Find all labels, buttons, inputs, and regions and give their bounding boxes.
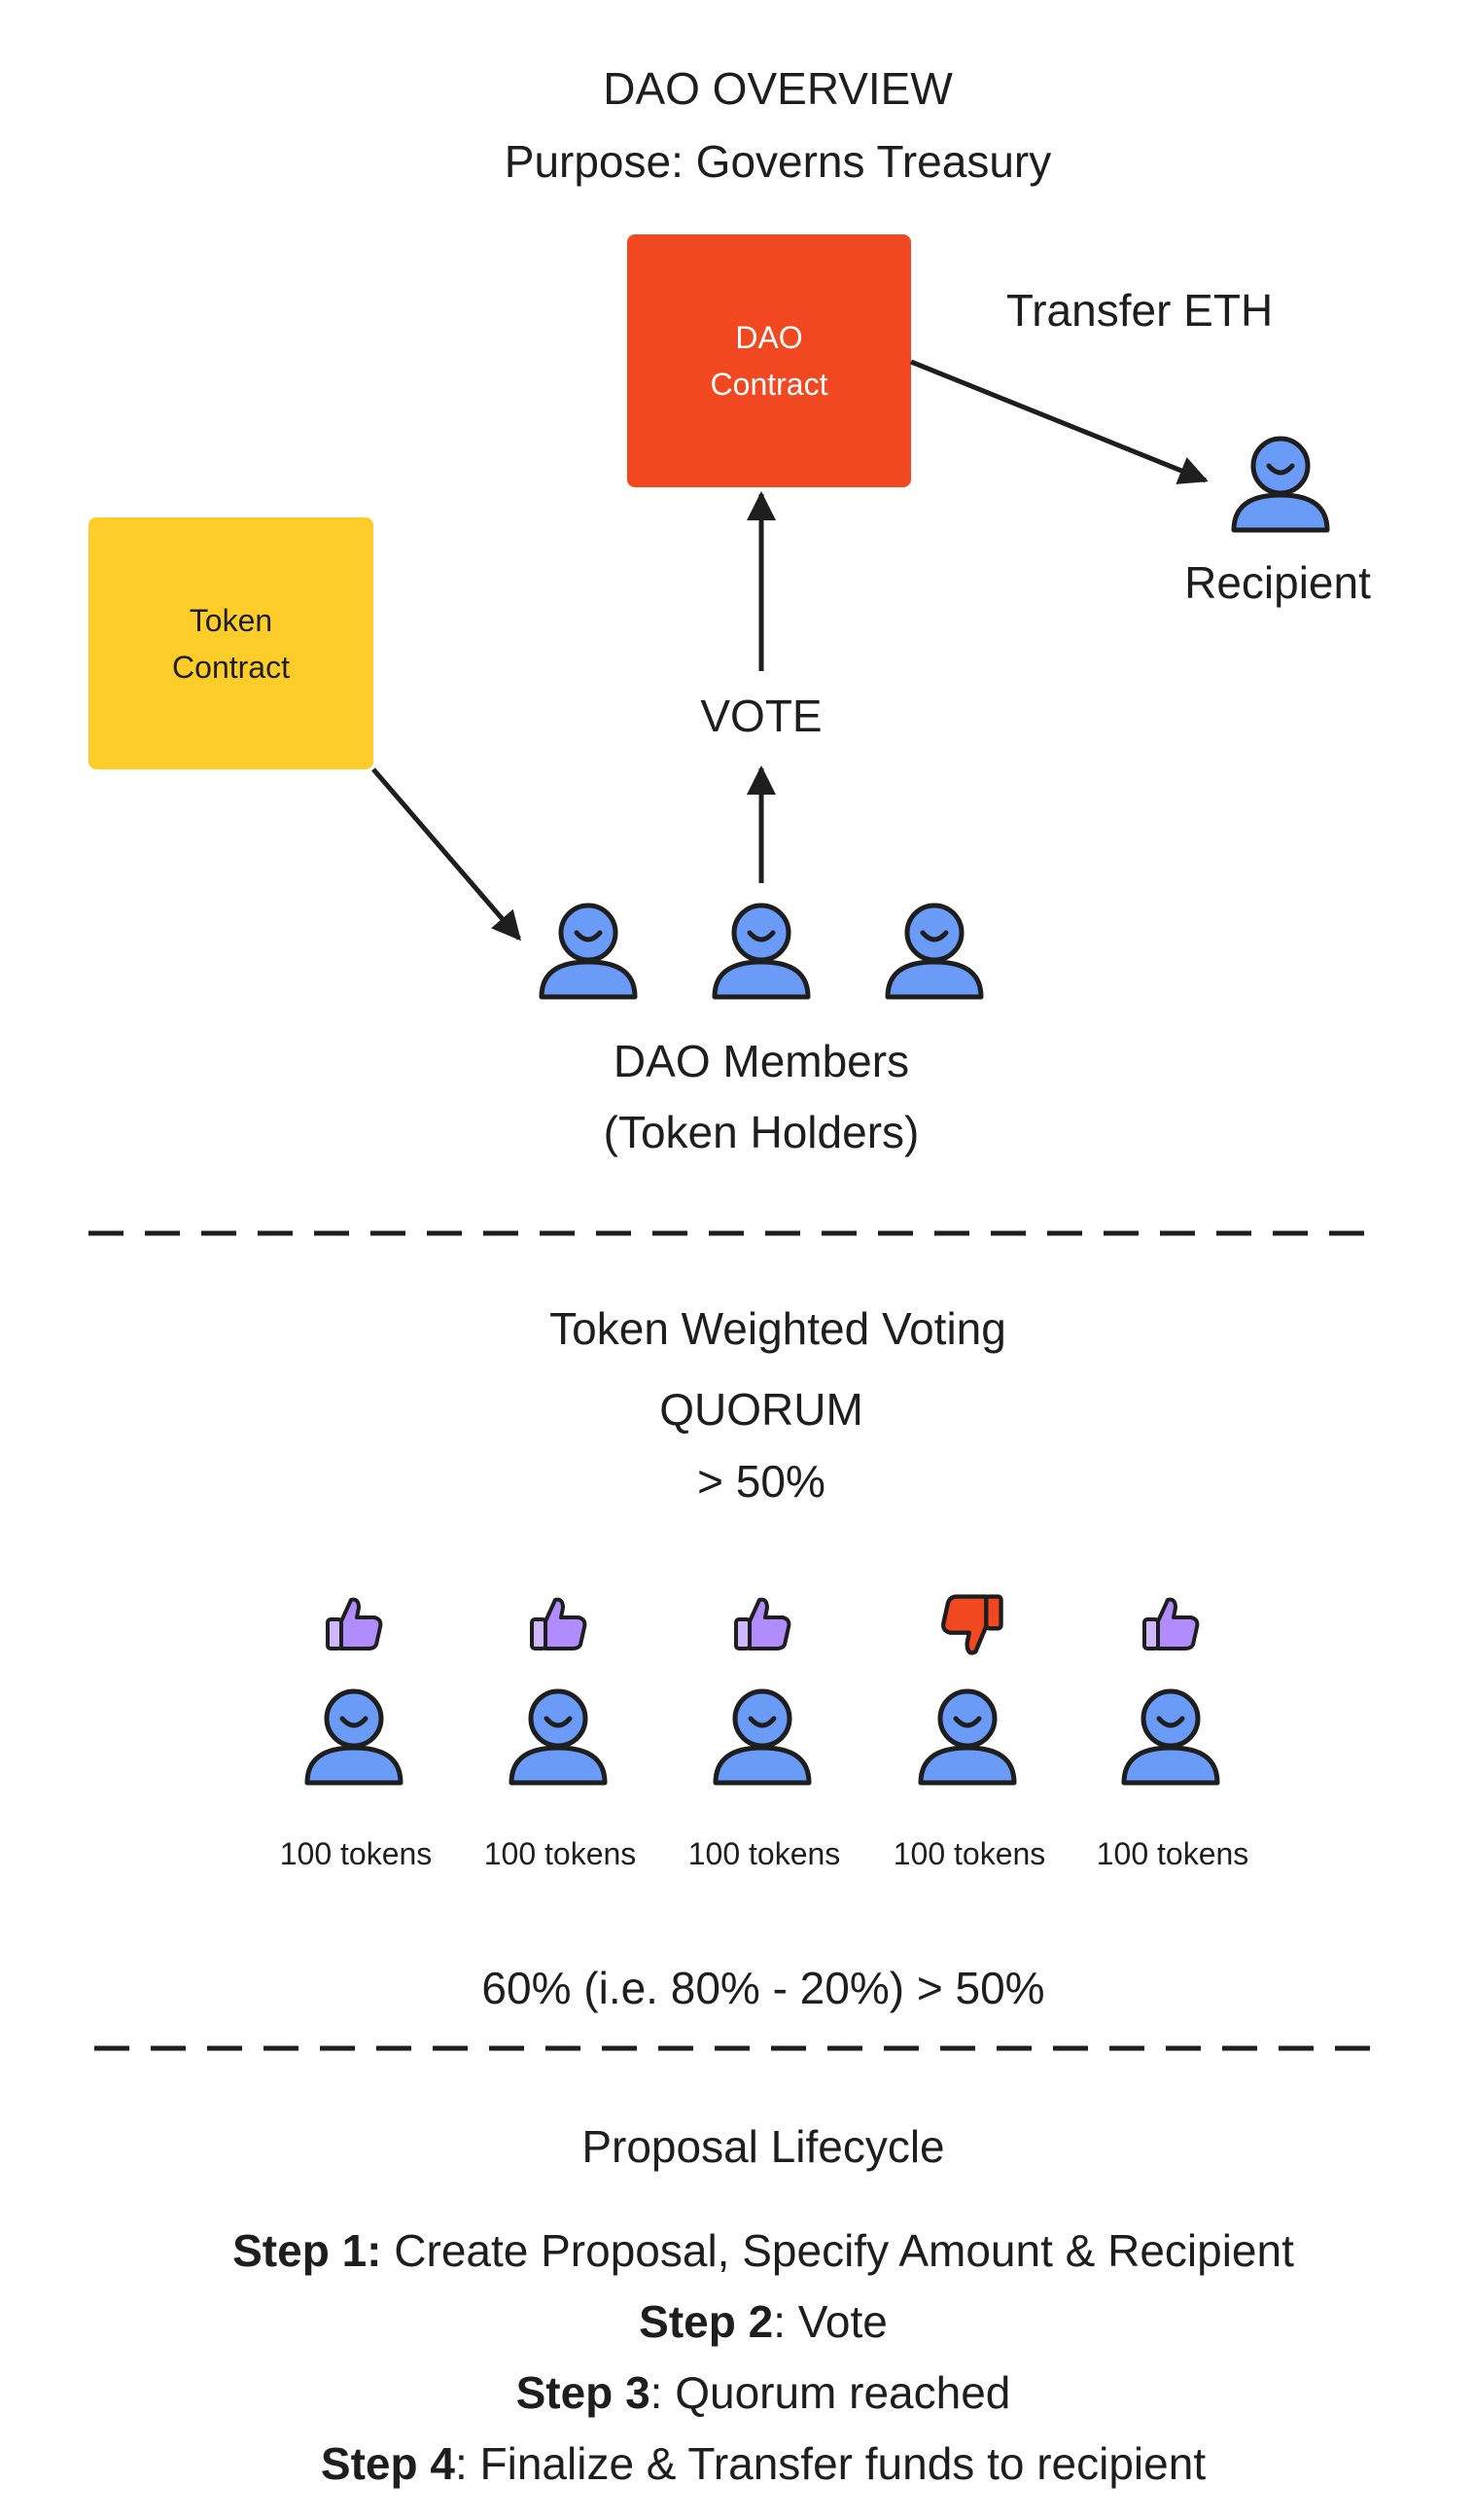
step-label: Step 4	[320, 2438, 455, 2489]
voter-person-icon	[509, 1688, 608, 1786]
transfer-arrow	[910, 359, 1209, 484]
voter-tokens-label: 100 tokens	[279, 1836, 433, 1871]
transfer-eth-label: Transfer ETH	[1005, 285, 1274, 336]
members-label-line1: DAO Members	[613, 1036, 910, 1086]
page-title: DAO OVERVIEW	[603, 63, 953, 114]
token-contract-label-line2: Contract	[172, 649, 290, 685]
lifecycle-title: Proposal Lifecycle	[581, 2121, 945, 2172]
thumbs-down-icon	[941, 1594, 1003, 1655]
member-person-icon	[885, 903, 984, 1000]
voter-tokens-label: 100 tokens	[893, 1836, 1046, 1871]
thumbs-up-icon	[734, 1597, 791, 1650]
lifecycle-step-1: Step 1: Create Proposal, Specify Amount …	[232, 2222, 1294, 2279]
thumbs-up-icon	[326, 1597, 383, 1650]
lifecycle-step-3: Step 3: Quorum reached	[516, 2364, 1011, 2421]
token-contract-box: Token Contract	[88, 517, 373, 769]
voter-person-icon	[918, 1688, 1017, 1786]
lifecycle-step-2: Step 2: Vote	[639, 2293, 888, 2350]
purpose-subtitle: Purpose: Governs Treasury	[504, 136, 1052, 187]
step-text: Create Proposal, Specify Amount & Recipi…	[381, 2225, 1294, 2276]
step-label: Step 3	[515, 2367, 650, 2418]
member-person-icon	[712, 903, 811, 1000]
voter-tokens-label: 100 tokens	[687, 1836, 841, 1871]
recipient-label: Recipient	[1184, 557, 1371, 608]
voter-person-icon	[304, 1688, 404, 1786]
recipient-person-icon	[1231, 436, 1330, 533]
step-text: : Vote	[773, 2296, 888, 2347]
dao-contract-label-line1: DAO	[735, 320, 803, 355]
voting-title: Token Weighted Voting	[549, 1303, 1006, 1354]
thumbs-up-icon	[1142, 1597, 1200, 1650]
members-label-line2: (Token Holders)	[603, 1107, 920, 1157]
step-text: : Quorum reached	[649, 2367, 1011, 2418]
voter-person-icon	[713, 1688, 812, 1786]
lifecycle-step-4: Step 4: Finalize & Transfer funds to rec…	[321, 2435, 1206, 2492]
token-contract-label-line1: Token	[189, 602, 273, 638]
step-text: : Finalize & Transfer funds to recipient	[454, 2438, 1207, 2489]
step-label: Step 2	[639, 2296, 774, 2347]
member-person-icon	[539, 903, 638, 1000]
voter-person-icon	[1121, 1688, 1220, 1786]
dao-contract-label-line2: Contract	[710, 367, 828, 402]
quorum-value: > 50%	[697, 1456, 825, 1507]
dao-contract-box: DAO Contract	[627, 234, 911, 487]
token-to-members-arrow	[371, 767, 521, 941]
quorum-label: QUORUM	[659, 1384, 863, 1435]
thumbs-up-icon	[530, 1597, 587, 1650]
voter-tokens-label: 100 tokens	[1096, 1836, 1249, 1871]
vote-label: VOTE	[700, 691, 823, 741]
voting-result: 60% (i.e. 80% - 20%) > 50%	[481, 1963, 1045, 2013]
voter-tokens-label: 100 tokens	[483, 1836, 637, 1871]
step-label: Step 1:	[232, 2225, 382, 2276]
